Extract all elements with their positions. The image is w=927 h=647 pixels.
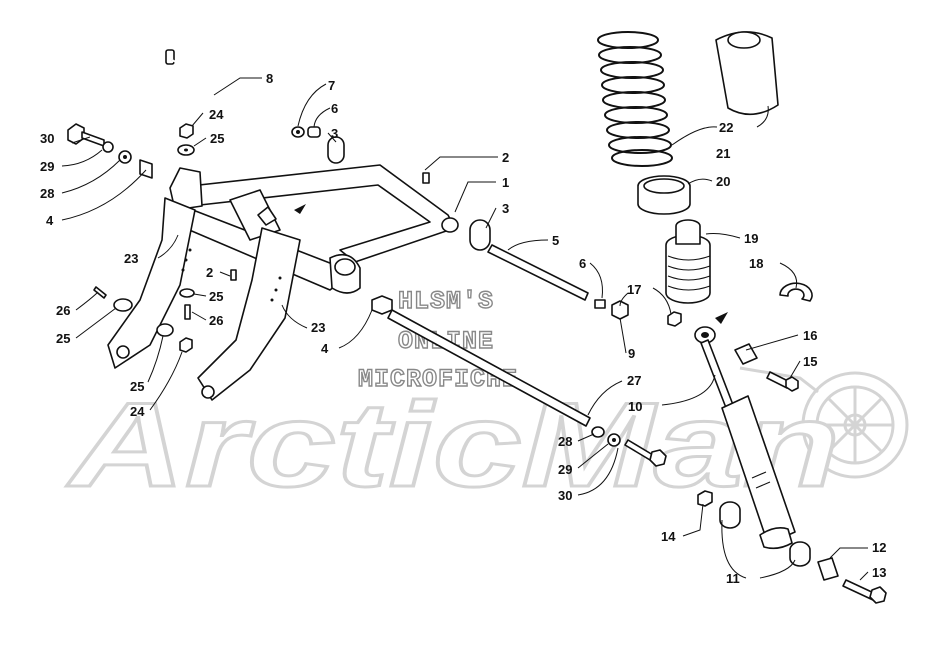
callout-29: 29	[40, 159, 54, 174]
watermark-line1: HLSM'S	[398, 287, 494, 316]
leader-lines	[61, 77, 869, 581]
callout-13: 13	[872, 565, 886, 580]
callout-3b: 3	[502, 201, 509, 216]
callout-24b: 24	[130, 404, 145, 419]
callout-1: 1	[502, 175, 509, 190]
callout-24: 24	[209, 107, 224, 122]
callout-14: 14	[661, 529, 676, 544]
callout-27: 27	[627, 373, 641, 388]
rail-right	[197, 227, 301, 401]
shafts	[371, 219, 667, 467]
callout-4: 4	[46, 213, 54, 228]
rail-left	[107, 197, 196, 369]
left-hardware	[67, 123, 153, 179]
callout-30: 30	[40, 131, 54, 146]
callout-4b: 4	[321, 341, 329, 356]
callout-21: 21	[716, 146, 730, 161]
callout-25b: 25	[209, 289, 223, 304]
callout-17: 17	[627, 282, 641, 297]
callout-2b: 2	[206, 265, 213, 280]
callout-5: 5	[552, 233, 559, 248]
parts	[67, 31, 887, 604]
callout-23b: 23	[311, 320, 325, 335]
rail-hardware	[93, 269, 237, 353]
callout-28: 28	[40, 186, 54, 201]
callout-26: 26	[209, 313, 223, 328]
callout-25c: 25	[56, 331, 70, 346]
callout-25d: 25	[130, 379, 144, 394]
dust-boot	[715, 31, 779, 116]
callout-10: 10	[628, 399, 642, 414]
callout-30b: 30	[558, 488, 572, 503]
long-bolt	[165, 49, 293, 125]
watermark-wheel-icon	[739, 366, 909, 479]
shock-absorber	[694, 312, 796, 550]
callout-19: 19	[744, 231, 758, 246]
callout-28b: 28	[558, 434, 572, 449]
watermark-brand: ArcticMan	[66, 378, 840, 512]
callout-15: 15	[803, 354, 817, 369]
callout-9: 9	[628, 346, 635, 361]
callout-6: 6	[331, 101, 338, 116]
callout-12: 12	[872, 540, 886, 555]
pivot-hardware-top	[291, 126, 345, 164]
callout-23: 23	[124, 251, 138, 266]
bump-stop	[665, 219, 711, 304]
callout-26b: 26	[56, 303, 70, 318]
callout-2: 2	[502, 150, 509, 165]
callouts: 8 7 6 3 24 25 30 29 28 4 2 1 3 5 6 17 9 …	[40, 71, 886, 586]
callout-11: 11	[726, 571, 740, 586]
callout-18: 18	[749, 256, 763, 271]
callout-8: 8	[266, 71, 273, 86]
retaining-clip	[779, 282, 813, 302]
callout-22: 22	[719, 120, 733, 135]
top-nut-washer	[177, 123, 195, 156]
callout-6b: 6	[579, 256, 586, 271]
coil-spring	[597, 31, 673, 167]
callout-29b: 29	[558, 462, 572, 477]
callout-25: 25	[210, 131, 224, 146]
spring-retainer	[637, 175, 691, 215]
callout-16: 16	[803, 328, 817, 343]
watermark: ArcticMan HLSM'S ONLINE MICROFICHE	[65, 286, 909, 514]
callout-7: 7	[328, 78, 335, 93]
callout-3: 3	[331, 126, 338, 141]
callout-20: 20	[716, 174, 730, 189]
